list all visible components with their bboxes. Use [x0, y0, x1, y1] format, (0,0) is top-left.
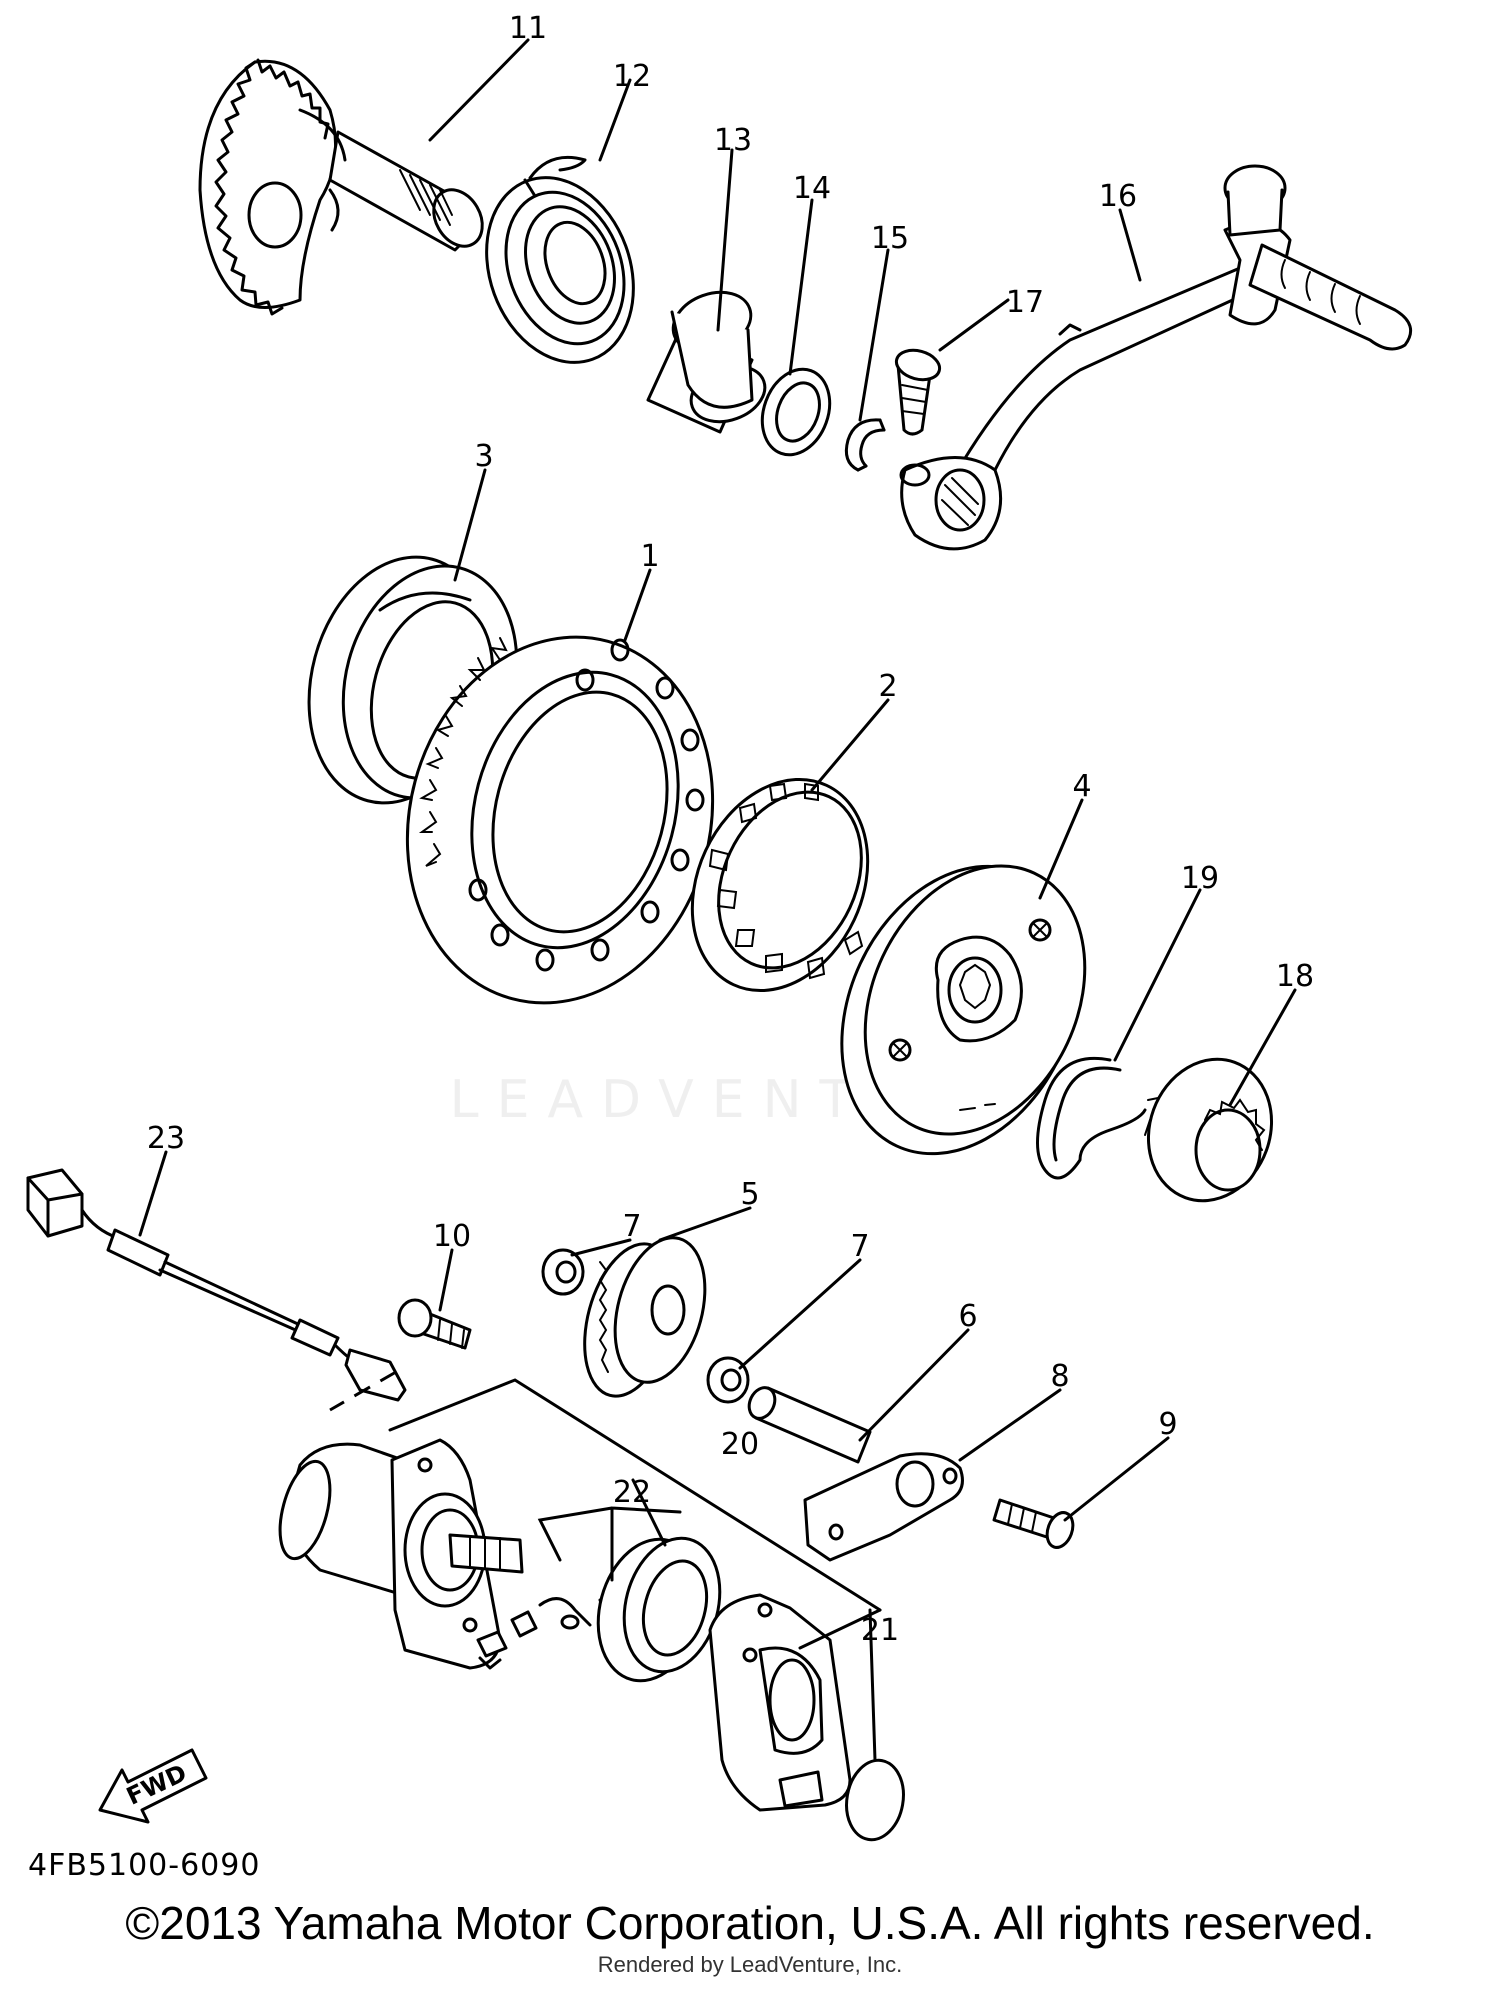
callout-23: 23: [147, 1121, 185, 1156]
callout-2: 2: [878, 669, 897, 704]
part-7-washer-a: [541, 1248, 585, 1296]
part-10-screw: [397, 1298, 472, 1350]
callout-10: 10: [433, 1219, 471, 1254]
part-13-collar: [646, 290, 767, 434]
callout-19: 19: [1181, 861, 1219, 896]
part-16-kick-crank: [899, 164, 1413, 551]
callout-numbers: 11 12 13 14 15 16 17 3 1 2 4 19 18 23 10…: [147, 11, 1314, 1648]
callout-1: 1: [640, 539, 659, 574]
callout-11: 11: [509, 11, 547, 46]
part-17-bolt: [894, 348, 942, 436]
part-15-circlip: [844, 418, 886, 472]
part-23-wire-lead: [26, 1168, 407, 1402]
part-6-shaft: [747, 1386, 872, 1464]
part-8-stopper-plate: [803, 1452, 964, 1562]
callout-21: 21: [861, 1613, 899, 1648]
callout-4: 4: [1072, 769, 1091, 804]
callout-7b: 7: [850, 1229, 869, 1264]
part-7-washer-b: [706, 1356, 750, 1404]
copyright-notice: ©2013 Yamaha Motor Corporation, U.S.A. A…: [125, 1897, 1375, 1949]
forward-direction-arrow: FWD: [98, 1748, 208, 1824]
part-1-starter-clutch-gear: [405, 635, 715, 1005]
part-14-washer: [760, 367, 832, 457]
callout-14: 14: [793, 171, 831, 206]
callout-20: 20: [721, 1427, 759, 1462]
part-20-o-ring-seal: [596, 1536, 722, 1683]
starter-end-cover: [708, 1593, 852, 1812]
callout-5: 5: [740, 1177, 759, 1212]
rendered-by-credit: Rendered by LeadVenture, Inc.: [597, 1952, 903, 1977]
callout-17: 17: [1006, 285, 1044, 320]
callout-6: 6: [958, 1299, 977, 1334]
callout-15: 15: [871, 221, 909, 256]
part-9-screw: [992, 1498, 1075, 1549]
leader-lines: [138, 38, 1297, 1762]
callout-3: 3: [474, 439, 493, 474]
part-18-pinion-gear: [1144, 1057, 1274, 1203]
callout-13: 13: [714, 123, 752, 158]
callout-22: 22: [613, 1475, 651, 1510]
callout-12: 12: [613, 59, 651, 94]
diagram-code: 4FB5100-6090: [28, 1848, 261, 1883]
starter-motor-assembly: [278, 1438, 524, 1670]
callout-9: 9: [1158, 1407, 1177, 1442]
callout-16: 16: [1099, 179, 1137, 214]
part-21-o-ring: [845, 1758, 905, 1842]
part-11-kick-axle-gear: [198, 58, 484, 316]
callout-7a: 7: [622, 1209, 641, 1244]
part-19-clip: [1036, 1056, 1147, 1180]
part-5-idler-gear: [583, 1236, 707, 1398]
part-2-one-way-clutch: [690, 777, 870, 993]
part-4-clutch-housing: [840, 864, 1087, 1156]
callout-8: 8: [1050, 1359, 1069, 1394]
part-12-torsion-spring: [485, 155, 635, 364]
callout-18: 18: [1276, 959, 1314, 994]
